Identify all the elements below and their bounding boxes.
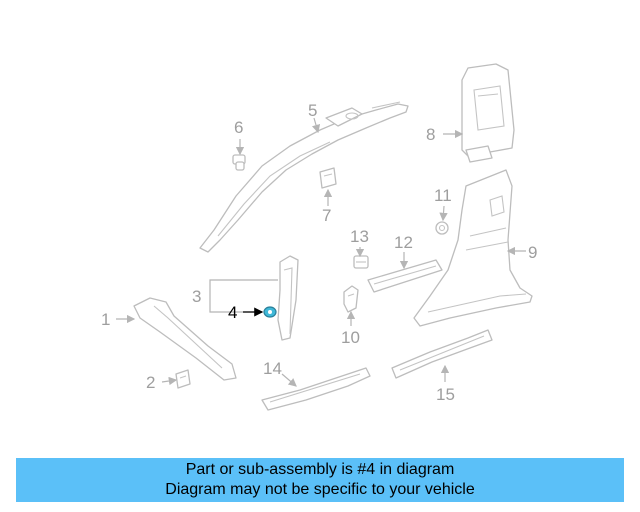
part-8-upper-b-pillar-trim[interactable] (461, 63, 515, 163)
callout-15: 15 (436, 385, 455, 404)
part-11-clip[interactable] (435, 221, 449, 235)
callout-10: 10 (341, 328, 360, 347)
part-3-pillar-strip[interactable] (277, 255, 299, 341)
info-banner: Part or sub-assembly is #4 in diagram Di… (16, 458, 624, 502)
callout-1: 1 (101, 310, 110, 329)
callout-14: 14 (263, 359, 282, 378)
part-13-retainer[interactable] (353, 255, 369, 269)
callout-6: 6 (234, 118, 243, 137)
callout-9: 9 (528, 243, 537, 262)
callout-4: 4 (228, 303, 237, 322)
part-5-a-pillar-trim[interactable] (199, 101, 409, 253)
banner-line-disclaimer: Diagram may not be specific to your vehi… (165, 481, 475, 498)
callout-11: 11 (434, 186, 452, 205)
part-6-clip[interactable] (232, 154, 246, 171)
part-2-clip[interactable] (175, 369, 191, 389)
callout-13: 13 (350, 227, 369, 246)
part-4-highlighted-clip[interactable] (263, 306, 277, 318)
part-14-scuff-plate[interactable] (261, 367, 371, 411)
leader-lines (116, 117, 526, 387)
part-1-front-sill-trim[interactable] (133, 297, 237, 381)
part-9-lower-b-pillar-trim[interactable] (413, 169, 533, 327)
part-7-bracket[interactable] (319, 167, 337, 189)
part-15-scuff-plate[interactable] (391, 329, 493, 379)
callout-7: 7 (322, 206, 331, 225)
part-12-garnish[interactable] (367, 259, 443, 293)
part-10-bracket[interactable] (343, 285, 359, 313)
callout-12: 12 (394, 233, 413, 252)
callout-2: 2 (146, 373, 155, 392)
banner-line-part: Part or sub-assembly is #4 in diagram (185, 461, 455, 478)
callout-8: 8 (426, 125, 435, 144)
callout-3: 3 (192, 287, 201, 306)
callout-5: 5 (308, 101, 317, 120)
